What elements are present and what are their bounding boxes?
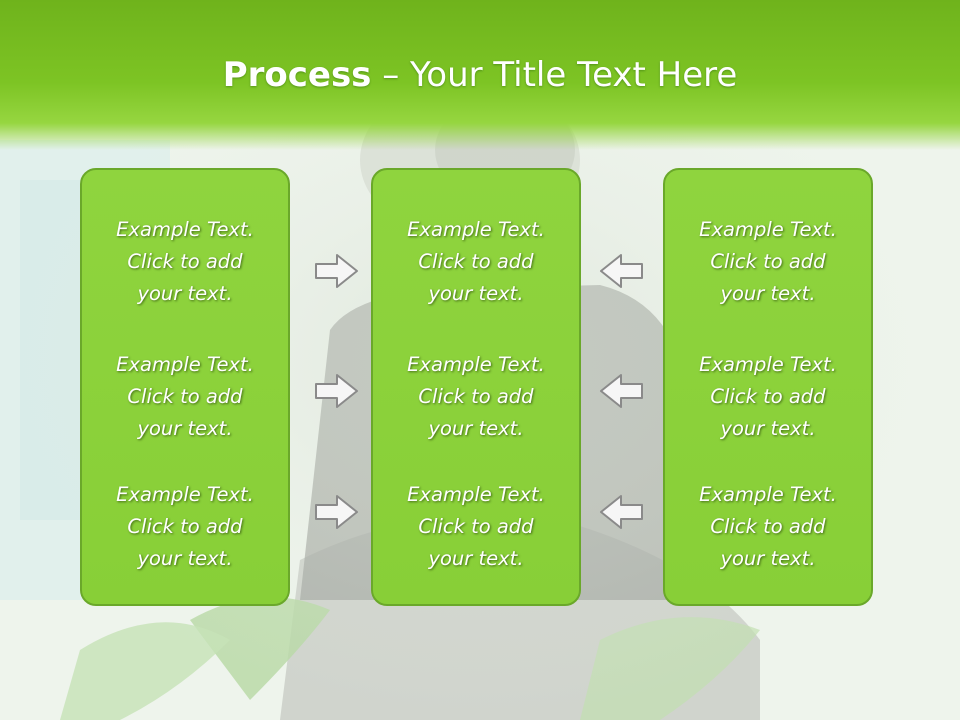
text-line: Click to add <box>710 250 826 273</box>
text-line: Example Text. <box>407 218 545 241</box>
text-line: your text. <box>720 417 816 440</box>
slide-title[interactable]: Process – Your Title Text Here <box>0 52 960 98</box>
text-line: Click to add <box>127 515 243 538</box>
title-rest: – Your Title Text Here <box>371 55 738 95</box>
text-line: your text. <box>137 547 233 570</box>
text-line: your text. <box>428 282 524 305</box>
text-line: Click to add <box>710 385 826 408</box>
text-block[interactable]: Example Text. Click to add your text. <box>665 214 871 310</box>
text-line: Click to add <box>418 515 534 538</box>
text-line: Click to add <box>418 385 534 408</box>
text-block[interactable]: Example Text. Click to add your text. <box>82 214 288 310</box>
arrow-left-icon <box>600 254 643 288</box>
title-band <box>0 0 960 150</box>
text-line: your text. <box>428 417 524 440</box>
title-bold: Process <box>222 55 372 95</box>
text-line: Example Text. <box>699 483 837 506</box>
process-box-middle[interactable]: Example Text. Click to add your text. Ex… <box>371 168 581 606</box>
text-line: Click to add <box>710 515 826 538</box>
text-line: your text. <box>137 417 233 440</box>
text-line: Example Text. <box>116 483 254 506</box>
text-line: your text. <box>428 547 524 570</box>
arrow-right-icon <box>315 495 358 529</box>
text-block[interactable]: Example Text. Click to add your text. <box>373 479 579 575</box>
text-line: your text. <box>720 547 816 570</box>
text-line: Click to add <box>127 385 243 408</box>
arrow-right-icon <box>315 374 358 408</box>
text-line: Example Text. <box>116 353 254 376</box>
text-line: Example Text. <box>699 353 837 376</box>
arrow-left-icon <box>600 495 643 529</box>
text-block[interactable]: Example Text. Click to add your text. <box>82 349 288 445</box>
text-block[interactable]: Example Text. Click to add your text. <box>665 479 871 575</box>
arrow-left-icon <box>600 374 643 408</box>
text-line: your text. <box>137 282 233 305</box>
text-line: Example Text. <box>407 483 545 506</box>
text-line: Click to add <box>418 250 534 273</box>
text-line: Example Text. <box>407 353 545 376</box>
text-block[interactable]: Example Text. Click to add your text. <box>82 479 288 575</box>
text-block[interactable]: Example Text. Click to add your text. <box>665 349 871 445</box>
text-block[interactable]: Example Text. Click to add your text. <box>373 214 579 310</box>
arrow-right-icon <box>315 254 358 288</box>
process-box-left[interactable]: Example Text. Click to add your text. Ex… <box>80 168 290 606</box>
text-block[interactable]: Example Text. Click to add your text. <box>373 349 579 445</box>
text-line: Example Text. <box>699 218 837 241</box>
text-line: Example Text. <box>116 218 254 241</box>
text-line: your text. <box>720 282 816 305</box>
text-line: Click to add <box>127 250 243 273</box>
process-box-right[interactable]: Example Text. Click to add your text. Ex… <box>663 168 873 606</box>
